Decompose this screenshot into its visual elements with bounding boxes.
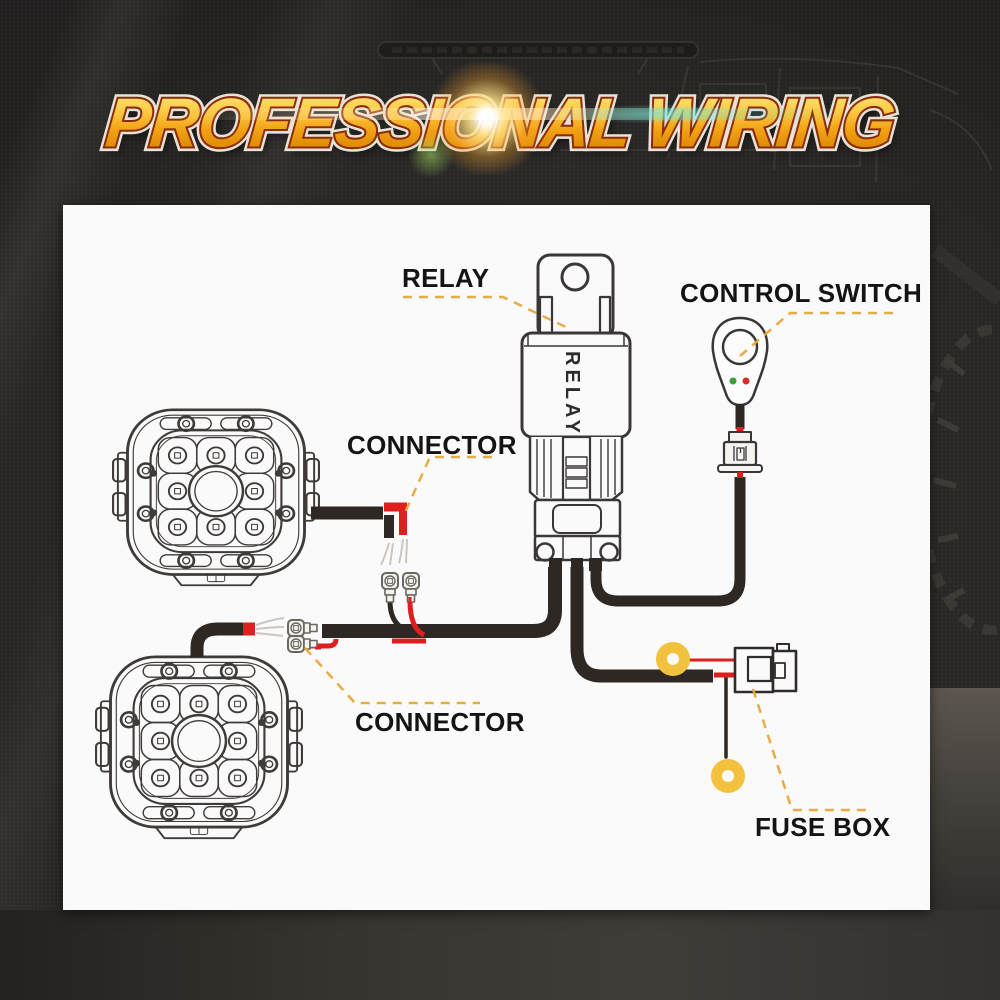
headline: PROFESSIONAL WIRING PROFESSIONAL WIRING …: [0, 80, 1000, 167]
leader-connector-bottom: [304, 647, 480, 705]
ring-terminal-1: [656, 642, 690, 676]
switch-button: [721, 328, 759, 366]
led-pod-bottom: [94, 655, 304, 840]
fuse-box-label: FUSE BOX: [755, 812, 891, 842]
leader-connector-top: [401, 455, 492, 518]
connector-top-label: CONNECTOR: [347, 430, 517, 460]
fuse-box-component: [733, 643, 798, 694]
spade-terminal-horizontal-1: [287, 619, 318, 637]
spade-terminal-horizontal-2: [287, 635, 318, 653]
wiring-diagram-panel: RELAY: [63, 205, 930, 910]
relay-body-text: RELAY: [561, 351, 583, 437]
ring-terminal-2: [711, 759, 745, 793]
harness-wires: [190, 477, 746, 759]
relay-label: RELAY: [402, 263, 490, 293]
leader-lines: [304, 295, 893, 812]
wiring-diagram: RELAY: [94, 253, 893, 840]
connector-bottom-label: CONNECTOR: [355, 707, 525, 737]
wire-relay-to-fusebox: [570, 567, 713, 683]
red-wire-details: [243, 502, 736, 678]
garage-floor-right: [930, 688, 1000, 910]
control-switch-label: CONTROL SWITCH: [680, 278, 923, 308]
switch-connector: [717, 431, 763, 473]
led-pod-top: [111, 408, 321, 587]
frayed-wire-strands: [255, 538, 408, 637]
garage-floor-bottom: [0, 910, 1000, 1000]
wire-relay-to-harness: [322, 567, 562, 638]
leader-relay: [403, 295, 571, 331]
wire-relay-to-switch: [590, 477, 746, 607]
headline-gold-layer: PROFESSIONAL WIRING: [102, 84, 898, 162]
control-switch-component: [711, 316, 769, 478]
black-wire-details: [384, 515, 406, 632]
relay-component: RELAY: [520, 253, 632, 571]
switch-led-green: [729, 377, 737, 385]
leader-control-switch: [739, 311, 893, 357]
wire-pod-bottom-lead: [190, 622, 243, 657]
switch-led-red: [742, 377, 750, 385]
leader-fuse-box: [751, 688, 867, 812]
spade-terminal-vertical-1: [381, 572, 399, 603]
